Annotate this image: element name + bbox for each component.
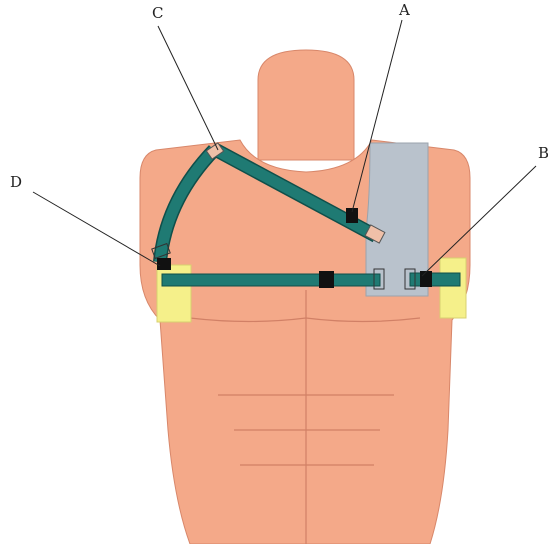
buckle-chest <box>319 271 334 288</box>
label-c: C <box>152 4 163 22</box>
buckle-b <box>420 271 432 287</box>
right-shoulder-pad <box>440 258 466 318</box>
buckle-d <box>157 258 171 270</box>
mannequin-head <box>258 50 354 160</box>
label-a: A <box>399 1 410 19</box>
label-d: D <box>10 173 22 191</box>
label-b: B <box>538 144 548 162</box>
